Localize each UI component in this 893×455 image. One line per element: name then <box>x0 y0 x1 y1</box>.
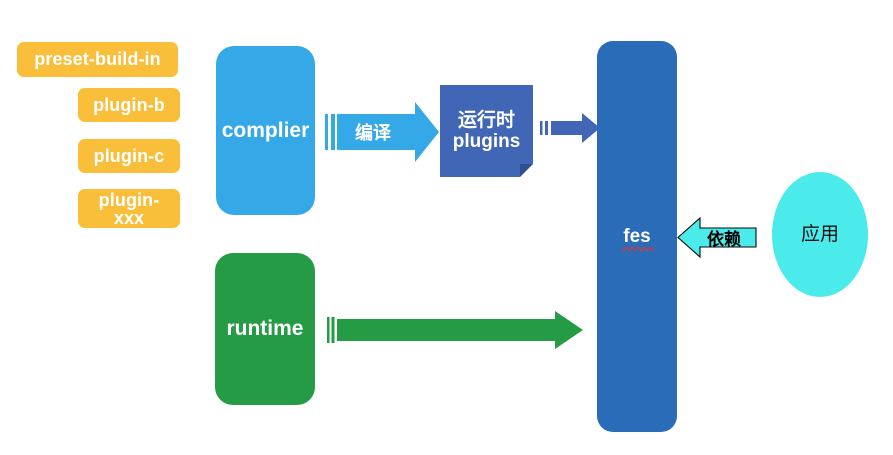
arrow-right-icon <box>325 102 439 162</box>
node-runtime-label: runtime <box>226 317 304 341</box>
edge-runtime-to-fes-arrow <box>327 311 583 349</box>
edge-depend-label: 依赖 <box>707 230 741 249</box>
arrow-right-icon <box>327 311 583 349</box>
node-plugin-c-label: plugin-c <box>93 145 165 166</box>
node-runtime-plugins-line1: 运行时 <box>457 109 515 131</box>
node-plugin-b-label: plugin-b <box>93 94 165 115</box>
folded-corner-icon <box>520 164 533 177</box>
node-complier-label: complier <box>221 118 310 142</box>
edge-depend-arrow: 依赖 <box>677 216 757 259</box>
arrow-right-icon <box>540 113 600 143</box>
node-fes-label: fes <box>622 225 655 252</box>
arrow-left-icon <box>677 216 757 259</box>
node-runtime[interactable]: runtime <box>215 253 315 405</box>
node-preset-build-in[interactable]: preset-build-in <box>17 42 178 77</box>
node-plugin-xxx[interactable]: plugin-xxx <box>78 189 180 228</box>
edge-plugins-to-fes-arrow <box>540 113 600 143</box>
node-runtime-plugins[interactable]: 运行时 plugins <box>440 85 533 177</box>
node-app-label: 应用 <box>800 223 839 245</box>
edge-compile-arrow: 编译 <box>323 100 439 164</box>
node-preset-build-in-label: preset-build-in <box>34 49 161 70</box>
node-app[interactable]: 应用 <box>772 172 868 297</box>
node-runtime-plugins-line2: plugins <box>452 131 521 152</box>
node-plugin-xxx-label: plugin-xxx <box>98 189 160 228</box>
node-plugin-c[interactable]: plugin-c <box>78 139 180 173</box>
node-fes[interactable]: fes <box>597 41 677 432</box>
node-complier[interactable]: complier <box>216 46 315 215</box>
edge-compile-label: 编译 <box>355 123 391 143</box>
node-plugin-b[interactable]: plugin-b <box>78 88 180 122</box>
